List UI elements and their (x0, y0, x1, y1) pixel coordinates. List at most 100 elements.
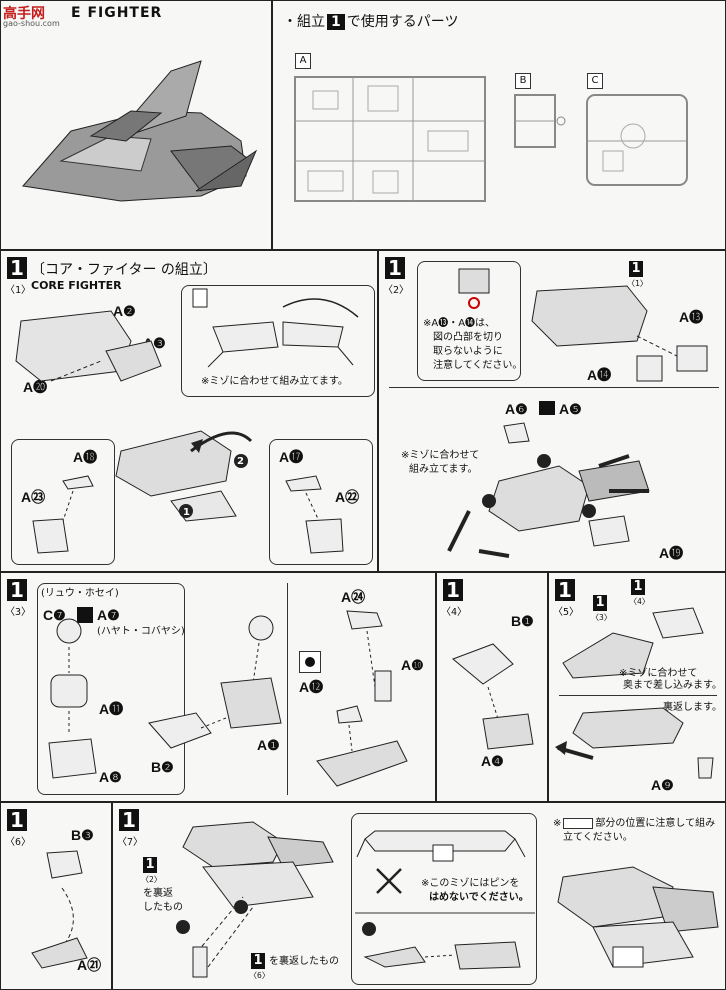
step-badge: 1 (7, 809, 27, 831)
detail-right-drawing (285, 475, 344, 554)
step-1-2-main-drawing (447, 422, 650, 558)
substep-label: 〈3〉 (5, 607, 32, 618)
part-a19: A⓳ (659, 545, 684, 561)
pin-caution-drawing (355, 830, 535, 970)
part-a1: A❶ (257, 737, 280, 753)
note-ura: 裏返します。 (663, 702, 722, 713)
part-a5: A❺ (559, 401, 582, 417)
watermark-brand: 高手网 (3, 6, 45, 22)
ref-substep-4: 〈4〉 (629, 597, 650, 606)
section-title: 〔コア・ファイター の組立〕 (31, 262, 217, 278)
ref-badge-6: 1 (251, 953, 265, 969)
part-a2: A❷ (113, 303, 136, 319)
note-uragaeshi-line1: を裏返 (143, 888, 173, 899)
step-1-5-panel: 1 〈5〉 1 〈3〉 1 〈4〉 ※ミゾに合わせて 奥まで差し込みます。 裏返… (548, 572, 726, 802)
core-fighter-illustration (22, 60, 258, 202)
alt-parts-icon (77, 607, 93, 623)
part-a4: A❹ (481, 753, 504, 769)
step-1-3-panel: 1 〈3〉 (リュウ・ホセイ) C❼ A❼ (ハヤト・コバヤシ) A⓫ A❽ B… (0, 572, 436, 802)
step-1-1-main-drawing (115, 430, 253, 522)
step-ref-badge: 1 (327, 14, 345, 30)
step-1-1-panel: 1 〈1〉 〔コア・ファイター の組立〕 CORE FIGHTER A❷ A❸ … (0, 250, 378, 572)
substep-label: 〈5〉 (553, 607, 580, 618)
hinge-drawing (192, 288, 359, 368)
divider-line (389, 387, 719, 388)
step-1-2-panel: 1 〈2〉 ※A⓭・A⓮は、 図の凸部を切り 取らないように 注意してください。… (378, 250, 726, 572)
note-mizo: ※ミゾに合わせて組み立てます。 (201, 376, 348, 387)
step-num-1: 1 (183, 507, 190, 518)
step-1-1-assembly-drawing (15, 310, 162, 382)
divider-line (559, 695, 717, 696)
ref-substep-3: 〈3〉 (591, 613, 612, 622)
part-a14: A⓮ (587, 367, 612, 383)
pilot-detail-box (37, 583, 185, 795)
ref-badge-4: 1 (631, 579, 645, 595)
step-1-3-cockpit-drawing (148, 615, 282, 749)
detail-box-left (11, 439, 115, 565)
note-mizo2-line2: 組み立てます。 (409, 464, 478, 475)
sprue-a-drawing (294, 76, 486, 202)
step-badge: 1 (7, 579, 27, 601)
substep-label: 〈6〉 (5, 837, 32, 848)
note-position-line2: 立てください。 (563, 832, 633, 843)
completed-core-fighter-drawing (557, 866, 719, 968)
caution-part-drawing (458, 268, 490, 309)
section-subtitle: CORE FIGHTER (31, 279, 122, 292)
part-a20: A⓴ (23, 379, 48, 395)
part-b2: B❷ (151, 759, 174, 775)
step-1-4-drawing (452, 643, 534, 750)
note-a13a14-line1: ※A⓭・A⓮は、 (423, 318, 496, 329)
note-position-line1: ※部分の位置に注意して組み (553, 817, 716, 829)
note-mizo3-line2: 奥まで差し込みます。 (623, 680, 722, 691)
ref-badge-2: 1 (143, 857, 157, 873)
part-a23: A㉓ (21, 489, 46, 505)
note-a13a14-line3: 取らないように (433, 346, 503, 357)
alt-parts-icon (539, 401, 555, 415)
vertical-divider (287, 583, 288, 795)
step-1-4-panel: 1 〈4〉 B❶ A❹ (436, 572, 548, 802)
core-fighter-preview-panel: 高手网 gao-shou.com E FIGHTER (0, 0, 272, 250)
part-a21: A㉑ (77, 957, 102, 973)
sprue-b-label: B (515, 73, 531, 89)
part-a12: A⓬ (299, 679, 324, 695)
pilot-seat-drawing (48, 618, 97, 779)
step-badge: 1 (443, 579, 463, 601)
detail-left-drawing (32, 475, 94, 554)
note-pin-line2: はめないでください。 (429, 892, 529, 903)
caution-box (417, 261, 521, 381)
note-mizo2-line1: ※ミゾに合わせて (401, 450, 480, 461)
note-mizo3-line1: ※ミゾに合わせて (619, 668, 698, 679)
step-1-6-drawing (31, 850, 88, 969)
step-badge: 1 (119, 809, 139, 831)
watermark-url: gao-shou.com (3, 19, 60, 28)
step-1-7-main-drawing (176, 821, 334, 978)
detail-box-right (269, 439, 373, 565)
part-a17: A⓱ (279, 449, 304, 465)
sprue-a-label: A (295, 53, 311, 69)
detail-box-hinge (181, 285, 375, 397)
part-a7: A❼ (97, 607, 120, 623)
substep-label: 〈2〉 (383, 285, 410, 296)
part-a9: A❾ (651, 777, 674, 793)
part-b1: B❶ (511, 613, 534, 629)
sprue-c-drawing (586, 94, 688, 186)
sprue-b-drawing (514, 94, 566, 148)
part-a10: A❿ (401, 657, 424, 673)
substep-label: 〈1〉 (5, 285, 32, 296)
part-a18: A⓲ (73, 449, 98, 465)
ref-badge: 1 (629, 261, 643, 277)
sprue-c-label: C (587, 73, 603, 89)
part-a22: A㉒ (335, 489, 360, 505)
step-1-6-panel: 1 〈6〉 B❸ A㉑ (0, 802, 112, 990)
caution-box-pin (351, 813, 537, 985)
step-badge: 1 (385, 257, 405, 279)
part-c7: C❼ (43, 607, 66, 623)
substep-label: 〈7〉 (117, 837, 144, 848)
step-1-2-top-drawing (531, 285, 708, 382)
part-a6: A❻ (505, 401, 528, 417)
ref-substep: 〈1〉 (627, 279, 648, 288)
note-a13a14-line2: 図の凸部を切り (433, 332, 503, 343)
note-ryu: (リュウ・ホセイ) (41, 588, 119, 599)
